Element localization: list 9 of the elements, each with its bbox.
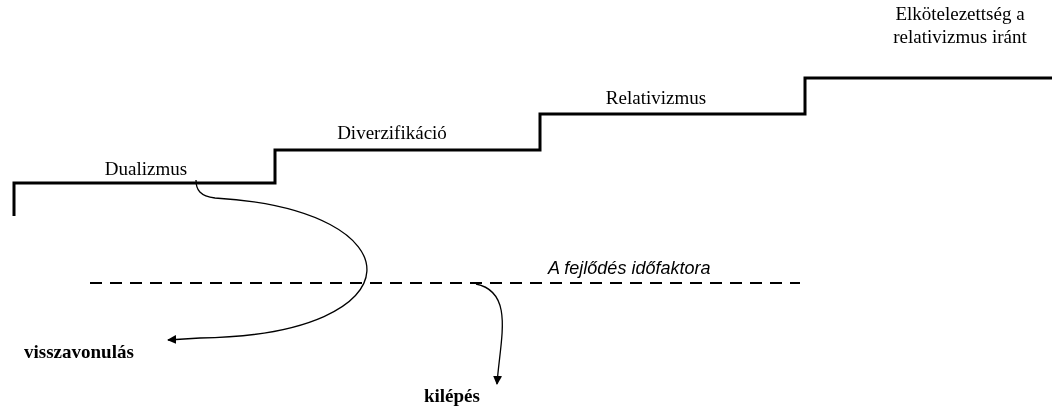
arrow (167, 179, 368, 345)
arrow (475, 283, 503, 385)
outcome-label: visszavonulás (24, 340, 174, 363)
stage-label: Elkötelezettség a relativizmus iránt (868, 2, 1052, 48)
stage-label: Dualizmus (82, 157, 210, 180)
stage-label: Diverzifikáció (322, 121, 462, 144)
axis-caption: A fejlődés időfaktora (548, 258, 711, 279)
outcome-label: kilépés (424, 384, 502, 407)
stage-label: Relativizmus (592, 86, 720, 109)
